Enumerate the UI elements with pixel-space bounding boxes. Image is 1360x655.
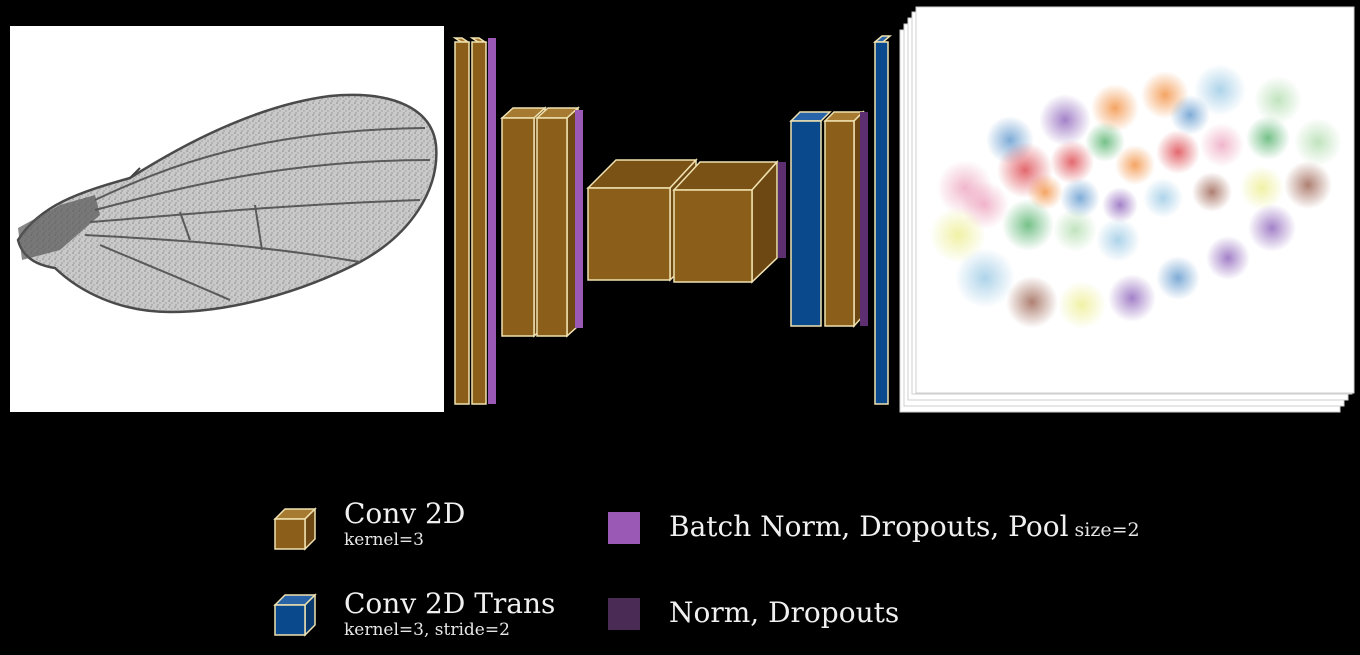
- legend-norm-dropout: Norm, Dropouts: [669, 597, 899, 629]
- legend-conv2d-trans-detail: kernel=3, stride=2: [344, 620, 510, 640]
- legend-conv2d-trans: Conv 2D Trans kernel=3, stride=2: [344, 587, 556, 641]
- batch-norm-pool-layer: [488, 38, 496, 404]
- purple-square-icon: [608, 512, 640, 544]
- decoder-block: [789, 110, 868, 328]
- conv2d-layer: [469, 37, 488, 405]
- norm-dropout-layer: [778, 162, 786, 258]
- encoder-block-2: [500, 106, 583, 338]
- heatmap-blobs: [930, 64, 1342, 329]
- output-heatmap-stack: [899, 6, 1355, 413]
- conv2d-layer: [535, 106, 580, 338]
- conv2d-layer: [672, 160, 779, 284]
- legend-norm-dropout-label: Norm, Dropouts: [669, 596, 900, 629]
- dark-purple-square-icon: [608, 598, 640, 630]
- legend-batch-norm-detail: size=2: [1074, 519, 1140, 541]
- unet-architecture-diagram: [10, 6, 1355, 413]
- legend-conv2d-label: Conv 2D: [344, 497, 466, 530]
- bottleneck-block: [586, 158, 786, 284]
- legend-conv2d-trans-label: Conv 2D Trans: [344, 587, 556, 620]
- blue-cube-icon: [273, 593, 317, 637]
- input-image-wing: [10, 26, 444, 412]
- norm-dropout-layer: [860, 112, 868, 326]
- legend-batch-norm: Batch Norm, Dropouts, Pool size=2: [669, 511, 1140, 543]
- legend-conv2d: Conv 2D kernel=3: [344, 497, 466, 551]
- conv2d-trans-layer: [789, 111, 832, 327]
- brown-cube-icon: [273, 507, 317, 551]
- encoder-block-1: [452, 37, 496, 405]
- batch-norm-pool-layer: [575, 110, 583, 328]
- legend-batch-norm-label: Batch Norm, Dropouts, Pool: [669, 510, 1069, 543]
- legend-conv2d-detail: kernel=3: [344, 530, 424, 550]
- conv2d-layer: [452, 37, 471, 405]
- conv2d-layer: [823, 110, 865, 328]
- output-conv2d-trans-layer: [872, 35, 893, 405]
